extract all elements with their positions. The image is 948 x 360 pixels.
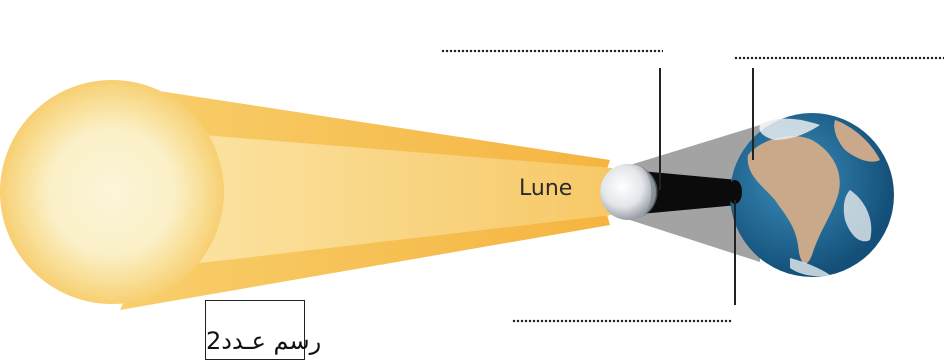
blank-label-top-right bbox=[734, 55, 944, 61]
figure-caption-box: رسم عـدد2 bbox=[205, 300, 322, 360]
blank-label-bottom bbox=[512, 318, 732, 324]
umbra-cone bbox=[630, 170, 738, 215]
moon bbox=[600, 164, 656, 220]
umbra-spot bbox=[728, 180, 742, 204]
sun bbox=[0, 80, 224, 304]
eclipse-diagram bbox=[0, 68, 894, 310]
earth bbox=[730, 113, 894, 277]
moon-label: Lune bbox=[519, 176, 573, 201]
figure-caption: رسم عـدد2 bbox=[206, 327, 322, 355]
blank-label-top-center bbox=[441, 48, 663, 54]
moon-dark-side bbox=[640, 166, 658, 218]
light-beam-center bbox=[140, 130, 612, 270]
